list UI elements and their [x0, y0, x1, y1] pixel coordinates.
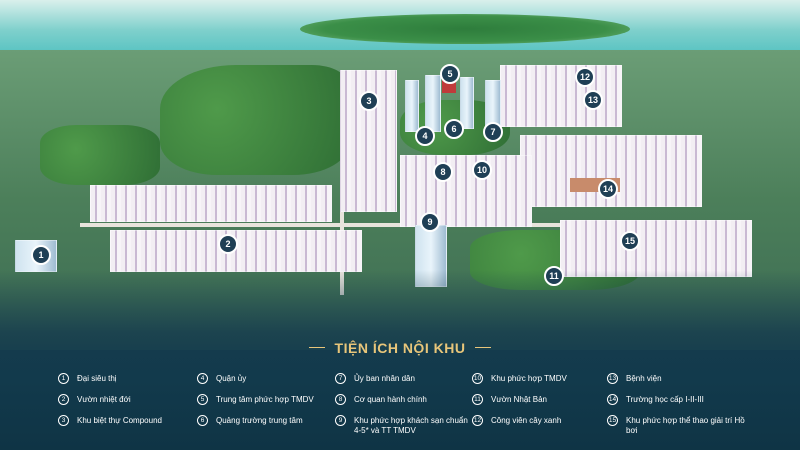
housing-block: [90, 185, 332, 222]
map-marker-14[interactable]: 14: [598, 179, 618, 199]
legend-item: 3 Khu biệt thự Compound: [58, 415, 193, 437]
legend-item: 14 Trường học cấp I-II-III: [607, 394, 757, 416]
legend-label: Khu phức hợp khách sạn chuẩn 4-5* và TT …: [354, 416, 468, 435]
map-marker-15[interactable]: 15: [620, 231, 640, 251]
tropical-garden-area: [160, 65, 350, 175]
legend-label: Khu phức hợp TMDV: [491, 374, 567, 383]
map-marker-1[interactable]: 1: [31, 245, 51, 265]
legend-number: 5: [197, 394, 208, 405]
housing-block: [560, 220, 752, 277]
development-site: [15, 55, 760, 305]
housing-block: [500, 65, 622, 127]
legend-title-text: TIỆN ÍCH NỘI KHU: [308, 340, 492, 356]
legend-item: 8 Cơ quan hành chính: [335, 394, 470, 416]
map-marker-12[interactable]: 12: [575, 67, 595, 87]
legend-column-1: 1 Đại siêu thị 2 Vườn nhiệt đới 3 Khu biệt …: [58, 373, 193, 437]
legend-item: 15 Khu phức hợp thể thao giải trí Hồ bơi: [607, 415, 757, 444]
commercial-tower: [425, 75, 441, 132]
legend-number: 12: [472, 415, 483, 426]
legend-number: 7: [335, 373, 346, 384]
legend-number: 14: [607, 394, 618, 405]
legend-label: Bệnh viện: [626, 374, 662, 383]
legend-item: 11 Vườn Nhật Bản: [472, 394, 607, 416]
legend-column-2: 4 Quận ủy 5 Trung tâm phức hợp TMDV 6 Quảng…: [197, 373, 332, 437]
map-marker-9[interactable]: 9: [420, 212, 440, 232]
commercial-tower: [485, 80, 501, 127]
legend-title: TIỆN ÍCH NỘI KHU: [0, 340, 800, 356]
commercial-tower: [460, 77, 474, 129]
legend-label: Khu phức hợp thể thao giải trí Hồ bơi: [626, 416, 745, 435]
legend-item: 12 Công viên cây xanh: [472, 415, 607, 437]
map-marker-8[interactable]: 8: [433, 162, 453, 182]
map-marker-4[interactable]: 4: [415, 126, 435, 146]
legend-item: 2 Vườn nhiệt đới: [58, 394, 193, 416]
legend-number: 3: [58, 415, 69, 426]
legend-label: Ủy ban nhân dân: [354, 374, 415, 383]
legend-label: Đại siêu thị: [77, 374, 117, 383]
map-marker-3[interactable]: 3: [359, 91, 379, 111]
map-marker-10[interactable]: 10: [472, 160, 492, 180]
bottom-overlay: [0, 270, 800, 450]
legend-label: Quảng trường trung tâm: [216, 416, 303, 425]
legend-label: Trung tâm phức hợp TMDV: [216, 395, 314, 404]
legend-number: 4: [197, 373, 208, 384]
legend-label: Khu biệt thự Compound: [77, 416, 162, 425]
green-belt-left: [40, 125, 160, 185]
map-marker-7[interactable]: 7: [483, 122, 503, 142]
legend-column-3: 7 Ủy ban nhân dân 8 Cơ quan hành chính 9 Kh…: [335, 373, 470, 444]
legend-item: 10 Khu phức hợp TMDV: [472, 373, 607, 395]
map-marker-2[interactable]: 2: [218, 234, 238, 254]
map-marker-6[interactable]: 6: [444, 119, 464, 139]
legend-number: 8: [335, 394, 346, 405]
map-marker-13[interactable]: 13: [583, 90, 603, 110]
map-marker-11[interactable]: 11: [544, 266, 564, 286]
legend-item: 4 Quận ủy: [197, 373, 332, 395]
legend-label: Cơ quan hành chính: [354, 395, 427, 404]
legend-number: 1: [58, 373, 69, 384]
legend-label: Công viên cây xanh: [491, 416, 562, 425]
legend-number: 13: [607, 373, 618, 384]
legend-label: Quận ủy: [216, 374, 247, 383]
legend-label: Vườn Nhật Bản: [491, 395, 547, 404]
legend-item: 13 Bệnh viện: [607, 373, 757, 395]
legend-number: 6: [197, 415, 208, 426]
river-island: [300, 14, 630, 44]
legend-number: 2: [58, 394, 69, 405]
legend-item: 5 Trung tâm phức hợp TMDV: [197, 394, 332, 416]
legend-number: 9: [335, 415, 346, 426]
legend-label: Vườn nhiệt đới: [77, 395, 131, 404]
housing-block: [110, 230, 362, 272]
legend-column-5: 13 Bệnh viện 14 Trường học cấp I-II-III 15…: [607, 373, 757, 444]
legend-item: 9 Khu phức hợp khách sạn chuẩn 4-5* và TT…: [335, 415, 470, 444]
legend-column-4: 10 Khu phức hợp TMDV 11 Vườn Nhật Bản 12 Cô…: [472, 373, 607, 437]
legend-number: 10: [472, 373, 483, 384]
map-marker-5[interactable]: 5: [440, 64, 460, 84]
legend-item: 1 Đại siêu thị: [58, 373, 193, 395]
legend-item: 6 Quảng trường trung tâm: [197, 415, 332, 437]
commercial-tower: [405, 80, 419, 132]
legend-item: 7 Ủy ban nhân dân: [335, 373, 470, 395]
legend-label: Trường học cấp I-II-III: [626, 395, 704, 404]
legend-number: 15: [607, 415, 618, 426]
legend-number: 11: [472, 394, 483, 405]
housing-block: [400, 155, 532, 227]
